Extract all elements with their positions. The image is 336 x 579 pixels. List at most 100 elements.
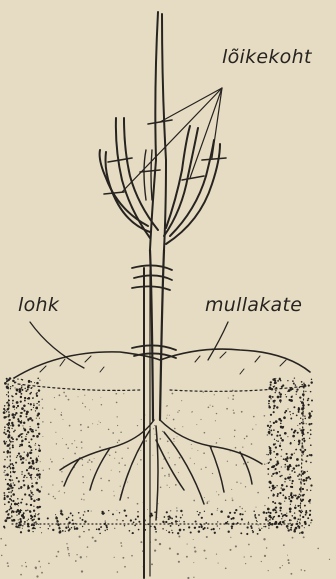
soil-speck (269, 519, 271, 521)
soil-speck (200, 523, 202, 525)
soil-speck (270, 458, 272, 460)
soil-speck (304, 570, 306, 572)
soil-speck (295, 527, 298, 530)
soil-speck (310, 391, 312, 393)
pit-wall-right (267, 377, 313, 530)
soil-speck (63, 419, 64, 420)
soil-speck (194, 550, 196, 552)
soil-speck (169, 523, 170, 524)
soil-speck (63, 458, 64, 459)
soil-speck (289, 411, 290, 412)
soil-speck (273, 451, 275, 453)
soil-speck (155, 531, 157, 533)
soil-speck (289, 511, 291, 513)
soil-speck (286, 453, 288, 455)
soil-speck (282, 514, 284, 516)
soil-speck (15, 412, 17, 414)
soil-speck (298, 411, 300, 413)
soil-speck (274, 386, 275, 387)
soil-speck (115, 393, 117, 395)
soil-speck (117, 442, 118, 443)
soil-speck (7, 424, 9, 426)
soil-speck (4, 426, 6, 428)
soil-speck (82, 465, 83, 466)
soil-speck (100, 478, 102, 480)
soil-speck (68, 553, 70, 555)
soil-speck (5, 479, 6, 480)
soil-speck (20, 521, 22, 523)
soil-speck (13, 472, 14, 473)
soil-speck (61, 471, 62, 472)
soil-speck (37, 423, 40, 426)
soil-speck (305, 512, 307, 514)
soil-speck (171, 522, 173, 524)
soil-speck (38, 470, 40, 472)
soil-speck (21, 379, 22, 380)
soil-speck (8, 414, 10, 416)
soil-speck (107, 529, 108, 530)
soil-speck (310, 429, 312, 431)
soil-speck (10, 388, 11, 389)
soil-speck (267, 508, 270, 511)
soil-speck (97, 424, 98, 425)
soil-speck (230, 537, 231, 538)
soil-speck (21, 385, 23, 387)
soil-speck (311, 423, 313, 425)
soil-speck (177, 411, 178, 412)
soil-speck (22, 516, 25, 519)
soil-speck (286, 485, 288, 487)
soil-speck (182, 514, 183, 515)
soil-speck (38, 433, 40, 435)
soil-speck (266, 547, 267, 548)
soil-speck (188, 526, 190, 528)
soil-speck (30, 465, 32, 467)
soil-speck (117, 571, 119, 573)
soil-speck (32, 397, 34, 399)
soil-speck (277, 495, 279, 497)
soil-speck (10, 476, 11, 477)
soil-speck (178, 536, 180, 538)
soil-speck (6, 394, 7, 395)
soil-speck (237, 522, 239, 524)
soil-speck (271, 466, 273, 468)
soil-speck (272, 396, 274, 398)
soil-speck (114, 458, 115, 459)
soil-speck (21, 387, 22, 388)
soil-speck (116, 402, 118, 404)
soil-speck (23, 512, 25, 514)
soil-speck (290, 524, 292, 526)
soil-speck (15, 462, 17, 464)
soil-speck (26, 460, 27, 461)
soil-speck (14, 484, 16, 486)
soil-speck (38, 507, 39, 508)
soil-speck (4, 472, 5, 473)
soil-speck (203, 550, 205, 552)
soil-speck (25, 436, 26, 437)
soil-speck (309, 514, 311, 516)
soil-speck (12, 487, 14, 489)
soil-speck (288, 498, 290, 500)
soil-speck (205, 467, 207, 469)
soil-speck (301, 525, 303, 527)
soil-speck (245, 563, 246, 564)
soil-speck (145, 440, 147, 442)
planting-hole-label: lohk (18, 294, 59, 316)
soil-speck (287, 466, 290, 469)
soil-speck (305, 391, 306, 392)
soil-speck (3, 498, 5, 500)
tree-crown (100, 12, 220, 250)
soil-speck (284, 514, 286, 516)
soil-speck (232, 398, 234, 400)
soil-speck (35, 477, 36, 478)
soil-speck (5, 544, 7, 546)
soil-speck (33, 403, 34, 404)
soil-speck (122, 557, 124, 559)
soil-speck (244, 556, 245, 557)
soil-speck (169, 548, 171, 550)
pruning-cut-pointers (122, 88, 222, 192)
soil-speck (104, 523, 106, 525)
soil-speck (25, 510, 27, 512)
soil-speck (137, 503, 139, 505)
soil-speck (268, 403, 270, 405)
